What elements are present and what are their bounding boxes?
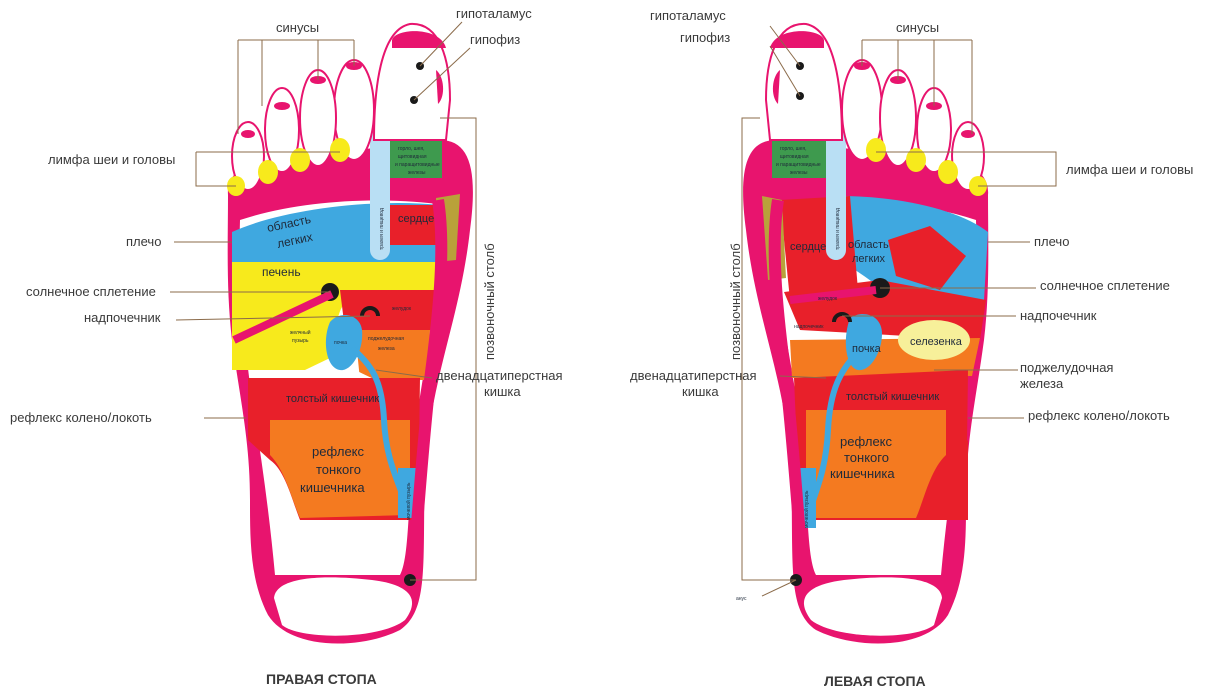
right-zone-thyroid-3: и паращитовидные	[395, 162, 440, 168]
left-heel	[804, 577, 942, 635]
left-zone-thyroid-3: и паращитовидные	[776, 162, 821, 168]
left-big-toe-tip	[770, 31, 824, 48]
right-zone-pancreas-1: поджелудочная	[368, 336, 404, 342]
left-zone-lungs-1: область	[848, 239, 889, 251]
left-zone-kidney: почка	[852, 343, 882, 355]
left-zone-lungs-2: легких	[852, 253, 886, 265]
right-zone-stomach: желудок	[392, 306, 412, 312]
right-zone-gallbladder-2: пузырь	[292, 338, 309, 344]
left-zone-thyroid-4: железы	[790, 170, 808, 176]
right-zone-colon: толстый кишечник	[286, 393, 379, 405]
right-foot: область легких сердце печень желчный пуз…	[10, 6, 563, 687]
right-label-shoulder: плечо	[126, 234, 161, 249]
right-sinus-dot-5	[241, 130, 255, 138]
right-lymph-4	[258, 160, 278, 184]
left-label-duodenum-2: кишка	[682, 384, 719, 399]
right-zone-kidney: почка	[334, 340, 347, 346]
left-label-anus: анус	[736, 596, 747, 602]
left-lymph-4	[938, 160, 958, 184]
left-zone-small-int-3: кишечника	[830, 466, 895, 481]
right-zone-thyroid-1: горло, шея,	[398, 146, 425, 152]
left-label-adrenal: надпочечник	[1020, 308, 1097, 323]
right-label-solar-plexus: солнечное сплетение	[26, 284, 156, 299]
left-label-duodenum-1: двенадцатиперстная	[630, 368, 757, 383]
left-label-lymph: лимфа шеи и головы	[1066, 162, 1193, 177]
right-zone-small-int-3: кишечника	[300, 480, 365, 495]
left-foot-caption: ЛЕВАЯ СТОПА	[824, 673, 926, 689]
left-zone-heart: сердце	[790, 241, 826, 253]
left-zone-small-int-1: рефлекс	[840, 434, 893, 449]
right-heel	[274, 577, 412, 635]
right-zone-bladder: мочевой пузырь	[405, 482, 412, 520]
left-label-hypothalamus: гипоталамус	[650, 8, 726, 23]
left-sinus-dot-5	[961, 130, 975, 138]
right-zone-heart: сердце	[398, 213, 434, 225]
right-zone-thyroid-4: железы	[408, 170, 426, 176]
left-foot: сердце область легких желудок надпочечни…	[630, 8, 1193, 689]
left-zone-thyroid-1: горло, шея,	[780, 146, 807, 152]
right-foot-caption: ПРАВАЯ СТОПА	[266, 671, 377, 687]
left-label-pancreas-1: поджелудочная	[1020, 360, 1113, 375]
left-label-shoulder: плечо	[1034, 234, 1069, 249]
right-label-duodenum-2: кишка	[484, 384, 521, 399]
right-label-duodenum-1: двенадцатиперстная	[436, 368, 563, 383]
right-zone-trachea: трахея и пищевод	[379, 208, 385, 250]
right-zone-gallbladder-1: желчный	[290, 329, 311, 336]
right-label-lymph: лимфа шеи и головы	[48, 152, 175, 167]
left-zone-colon: толстый кишечник	[846, 391, 939, 403]
right-zone-liver: печень	[262, 265, 301, 279]
left-lymph-2	[866, 138, 886, 162]
right-sinus-dot-4	[274, 102, 290, 110]
left-label-knee: рефлекс колено/локоть	[1028, 408, 1170, 423]
right-lymph-2	[330, 138, 350, 162]
right-zone-thyroid-2: щитовидная	[398, 154, 427, 160]
right-label-pituitary: гипофиз	[470, 32, 520, 47]
right-zone-small-int-1: рефлекс	[312, 444, 365, 459]
right-label-spine: позвоночный столб	[482, 243, 497, 360]
left-label-pancreas-2: железа	[1020, 376, 1064, 391]
left-label-spine: позвоночный столб	[728, 243, 743, 360]
right-heart-zone	[390, 205, 438, 245]
right-zone-pancreas-2: железа	[378, 346, 395, 352]
left-zone-small-int-2: тонкого	[844, 450, 889, 465]
left-label-pituitary: гипофиз	[680, 30, 730, 45]
left-zone-spleen: селезенка	[910, 336, 963, 348]
left-zone-adrenal: надпочечник	[794, 324, 824, 330]
right-zone-small-int-2: тонкого	[316, 462, 361, 477]
left-label-solar-plexus: солнечное сплетение	[1040, 278, 1170, 293]
left-label-sinuses: синусы	[896, 20, 939, 35]
right-label-knee: рефлекс колено/локоть	[10, 410, 152, 425]
left-zone-thyroid-2: щитовидная	[780, 154, 809, 160]
left-zone-bladder: мочевой пузырь	[803, 490, 810, 528]
right-label-adrenal: надпочечник	[84, 310, 161, 325]
left-zone-stomach: желудок	[818, 296, 838, 302]
right-label-hypothalamus: гипоталамус	[456, 6, 532, 21]
left-zone-trachea: трахея и пищевод	[835, 208, 841, 250]
right-big-toe-tip	[392, 31, 446, 48]
right-label-sinuses: синусы	[276, 20, 319, 35]
